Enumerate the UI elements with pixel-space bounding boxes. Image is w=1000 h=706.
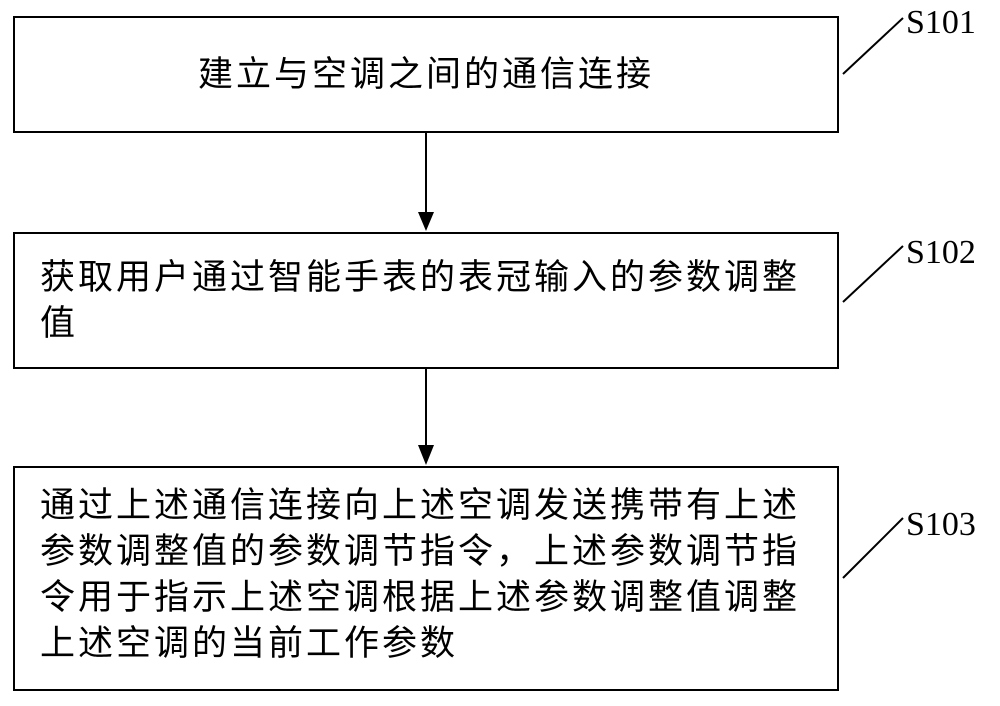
- leader-line-s102: [843, 246, 903, 302]
- leader-line-s103: [843, 518, 903, 578]
- arrow-s101-to-s102: [418, 133, 434, 231]
- arrow-s102-to-s103: [418, 369, 434, 465]
- leader-line-s101: [843, 18, 903, 74]
- arrowhead-icon: [418, 212, 434, 231]
- arrowhead-icon: [418, 445, 434, 465]
